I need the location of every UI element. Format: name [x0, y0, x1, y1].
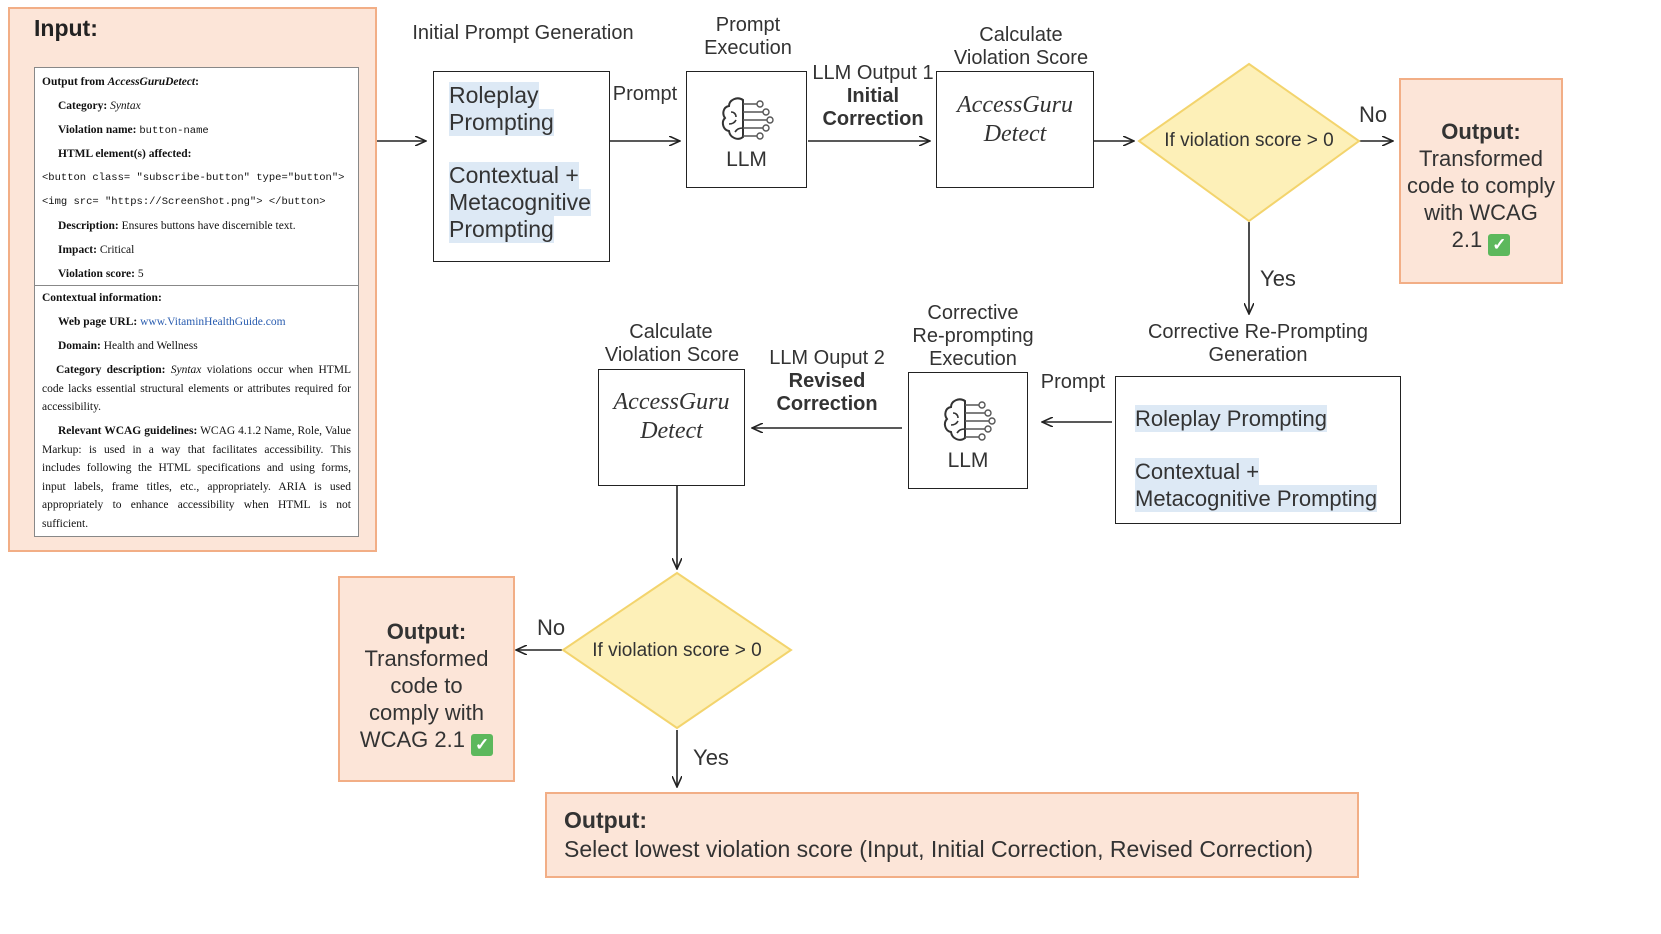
impact-row: Impact: Critical [58, 244, 135, 256]
check-mark-icon: ✓ [1488, 234, 1511, 256]
output-right-line-1: Transformed [1419, 146, 1543, 171]
output-left-line-2: code to [390, 673, 463, 698]
yes-label-bottom: Yes [693, 745, 729, 770]
brain-circuit-icon [721, 97, 774, 140]
llm-label-mid: LLM [947, 449, 989, 472]
regen-contextual-2: Metacognitive Prompting [1135, 485, 1378, 512]
description-row: Description: Ensures buttons have discer… [58, 220, 296, 232]
output1-line-2: Initial [846, 85, 900, 107]
section-divider [35, 285, 358, 286]
detect2-line-2: Detect [640, 418, 703, 444]
decision-text-bottom: If violation score > 0 [592, 640, 762, 661]
score-row: Violation score: 5 [58, 268, 144, 280]
reexec-title-line-3: Execution [929, 348, 1017, 370]
regen-title-line-1: Corrective Re-Prompting [1147, 321, 1369, 343]
output1-line-3: Correction [822, 108, 924, 130]
html-elements-label: HTML element(s) affected: [58, 148, 192, 160]
final-output-title: Output: [564, 807, 648, 833]
calc2-title-line-1: Calculate [629, 321, 713, 343]
prompt-label-mid: Prompt [1040, 371, 1106, 393]
reexec-title-line-1: Corrective [927, 302, 1019, 324]
check-mark-icon: ✓ [471, 734, 494, 756]
regen-title-line-2: Generation [1208, 344, 1308, 366]
output2-line-2: Revised [788, 370, 866, 392]
input-panel: Input: Output from AccessGuruDetect: Cat… [8, 7, 377, 552]
contextual-line-2: Metacognitive [449, 189, 591, 216]
calc-title-line-2: Violation Score [953, 47, 1089, 69]
violation-name-row: Violation name: button-name [58, 124, 209, 137]
output-box-left: Output: Transformed code to comply with … [338, 576, 515, 782]
roleplay-line-1: Roleplay [449, 82, 539, 109]
regen-contextual-1: Contextual + [1135, 458, 1260, 485]
roleplay-line-2: Prompting [449, 109, 554, 136]
prompt-label-top: Prompt [612, 83, 678, 105]
detect2-line-1: AccessGuru [613, 389, 730, 415]
decision-diamond-bottom [561, 571, 793, 730]
yes-label-top: Yes [1260, 266, 1296, 291]
output1-line-1: LLM Output 1 [812, 62, 934, 84]
calc-title-line-1: Calculate [979, 24, 1063, 46]
wcag-guidelines: Relevant WCAG guidelines: WCAG 4.1.2 Nam… [42, 425, 352, 530]
url-row: Web page URL: www.VitaminHealthGuide.com [58, 316, 286, 328]
exec-title-line-1: Prompt [715, 14, 781, 36]
llm-box-mid: LLM [908, 372, 1028, 489]
output2-line-3: Correction [776, 393, 878, 415]
regen-roleplay: Roleplay Prompting [1135, 405, 1327, 432]
detect-line-2: Detect [983, 121, 1047, 147]
contextual-line-3: Prompting [449, 216, 554, 243]
calc2-title-line-2: Violation Score [604, 344, 740, 366]
reexec-title-line-2: Re-prompting [912, 325, 1034, 347]
llm-label-top: LLM [726, 148, 767, 171]
output-right-line-2: code to comply [1407, 173, 1555, 198]
initial-gen-title: Initial Prompt Generation [412, 22, 634, 44]
html-code-line-1: <button class= "subscribe-button" type="… [42, 172, 345, 184]
final-output-box: Output: Select lowest violation score (I… [545, 792, 1359, 878]
llm-box-top: LLM [686, 71, 807, 188]
brain-circuit-icon [943, 398, 996, 441]
domain-row: Domain: Health and Wellness [58, 340, 198, 352]
decision-text-top: If violation score > 0 [1164, 130, 1334, 151]
final-output-text: Select lowest violation score (Input, In… [564, 836, 1314, 862]
output-left-line-1: Transformed [364, 646, 489, 671]
web-page-link[interactable]: www.VitaminHealthGuide.com [140, 316, 286, 328]
detect-box-top: AccessGuru Detect [936, 71, 1094, 188]
output2-line-1: LLM Ouput 2 [769, 347, 885, 369]
no-label-bottom: No [536, 615, 566, 640]
output-box-right: Output: Transformed code to comply with … [1399, 78, 1563, 284]
html-code-line-2: <img src= "https://ScreenShot.png"> </bu… [42, 196, 326, 208]
output-right-line-3: with WCAG [1424, 200, 1538, 225]
corrective-prompt-box: Roleplay Prompting Contextual + Metacogn… [1115, 376, 1401, 524]
contextual-heading: Contextual information: [42, 292, 162, 304]
input-title: Input: [34, 15, 98, 41]
input-details-card: Output from AccessGuruDetect: Category: … [34, 67, 359, 537]
initial-prompt-box: Roleplay Prompting Contextual + Metacogn… [433, 71, 610, 262]
output-right-title: Output: [1441, 119, 1521, 144]
decision-diamond-top [1137, 62, 1361, 223]
category-row: Category: Syntax [58, 100, 141, 112]
output-left-title: Output: [386, 619, 467, 644]
category-description: Category description: Syntax violations … [42, 364, 352, 413]
no-label-top: No [1358, 102, 1388, 127]
detect-box-mid: AccessGuru Detect [598, 369, 745, 486]
exec-title-line-2: Execution [704, 37, 792, 59]
output-right-line-4-row: 2.1 ✓ [1401, 226, 1561, 256]
output-left-line-3: comply with [369, 700, 484, 725]
output-left-line-4-row: WCAG 2.1 ✓ [340, 726, 513, 756]
detect-line-1: AccessGuru [957, 92, 1073, 118]
contextual-line-1: Contextual + [449, 162, 579, 189]
detector-heading: Output from AccessGuruDetect: [42, 76, 199, 88]
